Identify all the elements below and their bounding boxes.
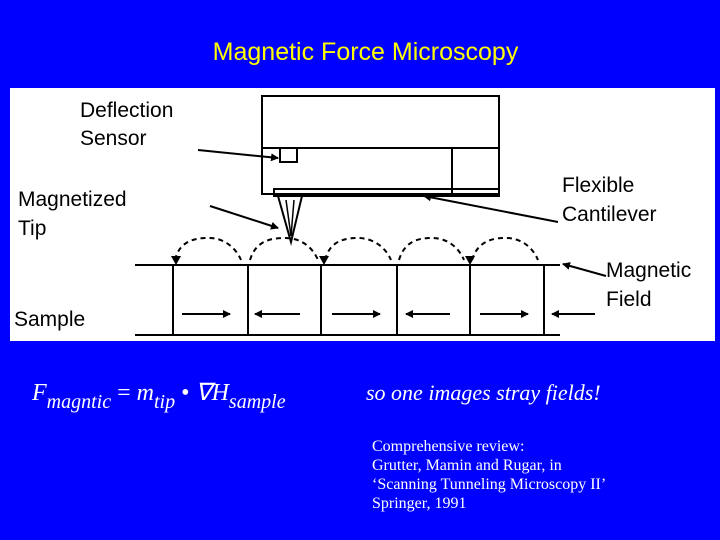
review-line: Springer, 1991 — [372, 495, 467, 512]
pointer-sensor — [197, 149, 279, 162]
tip-hatch — [290, 199, 295, 237]
formula-grad-h: ∇H — [195, 380, 229, 406]
sensor-housing — [261, 95, 500, 195]
formula-m: m — [136, 380, 154, 406]
formula-dot: • — [175, 380, 196, 406]
photodetector — [279, 147, 298, 163]
cantilever — [273, 188, 500, 197]
pointer-cantilever — [423, 193, 559, 223]
label-deflection-sensor: Deflection Sensor — [80, 99, 179, 150]
force-formula: Fmagntic = mtip • ∇Hsample — [32, 378, 286, 413]
stray-field-loops — [174, 236, 539, 261]
slide-title: Magnetic Force Microscopy — [212, 38, 519, 66]
magnetized-tip — [276, 195, 304, 246]
sample-slab — [135, 264, 560, 336]
label-sample: Sample — [14, 308, 85, 331]
formula-h-sub: sample — [228, 391, 286, 413]
formula-f-sub: magntic — [46, 391, 112, 413]
formula-m-sub: tip — [154, 391, 176, 413]
pointer-tip — [209, 205, 279, 230]
formula-equals: = — [111, 380, 137, 406]
formula-f: F — [32, 380, 47, 406]
label-flexible-cantilever: Flexible Cantilever — [562, 174, 657, 226]
tip-hatch — [285, 199, 292, 237]
review-line: ‘Scanning Tunneling Microscopy II’ — [372, 476, 607, 493]
label-magnetized-tip: Magnetized Tip — [18, 188, 132, 240]
field-arrowheads — [171, 256, 475, 265]
pointer-field — [562, 262, 607, 277]
review-line: Comprehensive review: — [372, 438, 525, 455]
review-citation: Comprehensive review: Grutter, Mamin and… — [372, 437, 606, 513]
label-magnetic-field: Magnetic Field — [606, 259, 697, 311]
mfm-diagram: Deflection Sensor Magnetized Tip Flexibl… — [10, 88, 715, 341]
review-line: Grutter, Mamin and Rugar, in — [372, 457, 562, 474]
stray-fields-note: so one images stray fields! — [366, 380, 601, 405]
